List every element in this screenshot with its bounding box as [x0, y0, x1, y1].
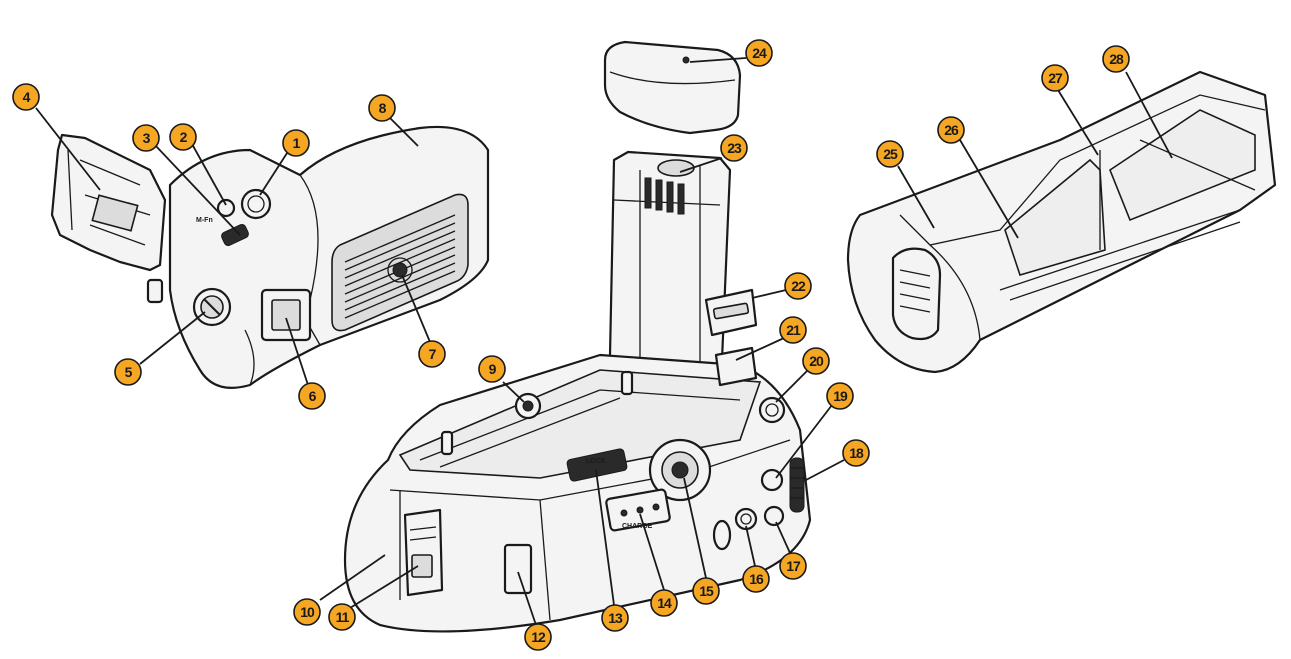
svg-text:22: 22 — [791, 278, 806, 294]
callout-badge-13: 13 — [601, 604, 629, 632]
svg-text:3: 3 — [143, 130, 151, 146]
svg-text:14: 14 — [657, 595, 672, 611]
svg-text:24: 24 — [752, 45, 767, 61]
svg-text:7: 7 — [429, 346, 437, 362]
svg-text:28: 28 — [1109, 51, 1124, 67]
callout-badge-22: 22 — [784, 272, 812, 300]
svg-text:21: 21 — [786, 322, 801, 338]
svg-text:12: 12 — [531, 629, 546, 645]
svg-text:20: 20 — [809, 353, 824, 369]
grip-side-view: M-Fn — [50, 125, 490, 389]
callout-badge-10: 10 — [293, 598, 321, 626]
callout-badge-16: 16 — [742, 565, 770, 593]
callout-badge-3: 3 — [132, 124, 160, 152]
svg-text:16: 16 — [749, 571, 764, 587]
battery-cover-cap — [603, 40, 742, 135]
svg-text:18: 18 — [849, 445, 864, 461]
callout-badge-28: 28 — [1102, 45, 1130, 73]
svg-text:6: 6 — [309, 388, 317, 404]
svg-text:8: 8 — [379, 100, 387, 116]
callout-badge-7: 7 — [418, 340, 446, 368]
svg-text:10: 10 — [300, 604, 315, 620]
grip-front-view: LOCK CHARGE — [343, 150, 812, 633]
svg-text:17: 17 — [786, 558, 801, 574]
svg-text:5: 5 — [125, 364, 133, 380]
callout-badge-12: 12 — [524, 623, 552, 651]
svg-text:26: 26 — [944, 122, 959, 138]
callout-badge-15: 15 — [692, 577, 720, 605]
callout-badge-19: 19 — [826, 382, 854, 410]
callout-badge-23: 23 — [720, 134, 748, 162]
svg-text:13: 13 — [608, 610, 623, 626]
callout-badge-9: 9 — [478, 355, 506, 383]
callout-leaders — [35, 57, 1173, 626]
callout-badge-27: 27 — [1041, 64, 1069, 92]
svg-text:1: 1 — [293, 135, 301, 151]
svg-text:27: 27 — [1048, 70, 1063, 86]
svg-text:9: 9 — [489, 361, 497, 377]
svg-text:11: 11 — [336, 609, 350, 625]
callout-badge-21: 21 — [779, 316, 807, 344]
callout-badge-8: 8 — [368, 94, 396, 122]
svg-text:15: 15 — [699, 583, 714, 599]
lock-label: LOCK — [586, 458, 606, 465]
callout-badge-26: 26 — [937, 116, 965, 144]
callout-badge-2: 2 — [169, 123, 197, 151]
svg-text:23: 23 — [727, 140, 742, 156]
svg-text:2: 2 — [180, 129, 188, 145]
callout-badge-17: 17 — [779, 552, 807, 580]
charge-label: CHARGE — [622, 523, 653, 530]
callout-badge-5: 5 — [114, 358, 142, 386]
callout-badge-1: 1 — [282, 129, 310, 157]
callout-badge-14: 14 — [650, 589, 678, 617]
callout-badges: 1 2 3 4 5 6 7 8 9 10 11 12 13 14 15 16 1… — [12, 39, 1130, 651]
callout-badge-6: 6 — [298, 382, 326, 410]
svg-text:4: 4 — [23, 89, 31, 105]
mfn-label: M-Fn — [196, 217, 213, 224]
svg-text:25: 25 — [883, 146, 898, 162]
svg-text:19: 19 — [833, 388, 848, 404]
callout-badge-4: 4 — [12, 83, 40, 111]
battery-magazine-view — [846, 70, 1277, 374]
callout-badge-11: 11 — [328, 603, 356, 631]
callout-badge-25: 25 — [876, 140, 904, 168]
callout-badge-24: 24 — [745, 39, 773, 67]
callout-badge-18: 18 — [842, 439, 870, 467]
callout-badge-20: 20 — [802, 347, 830, 375]
